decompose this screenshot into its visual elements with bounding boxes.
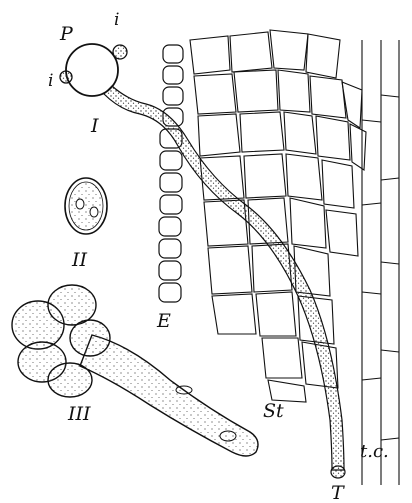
label-fig-two: II	[71, 249, 88, 271]
label-tc: t.c.	[360, 441, 389, 462]
oval-cell-fig-two	[65, 178, 107, 234]
germinating-spore-fig-three	[12, 285, 258, 456]
germ-pore-top	[113, 45, 127, 59]
label-t: T	[331, 482, 345, 503]
label-i-left: i	[48, 71, 53, 91]
pollen-tube	[104, 86, 344, 470]
label-st: St	[263, 400, 284, 422]
elongated-cells	[362, 40, 399, 485]
label-e: E	[156, 310, 171, 332]
germ-tube-three	[80, 335, 258, 456]
pollen-tube-tip	[331, 466, 345, 478]
label-fig-three: III	[67, 403, 91, 425]
label-fig-one: I	[90, 115, 99, 137]
germ-pore-left	[60, 71, 72, 83]
parenchyma-cells	[190, 30, 366, 402]
label-p: P	[59, 23, 74, 45]
epidermis-cells	[159, 45, 183, 302]
label-i-top: i	[114, 10, 119, 30]
